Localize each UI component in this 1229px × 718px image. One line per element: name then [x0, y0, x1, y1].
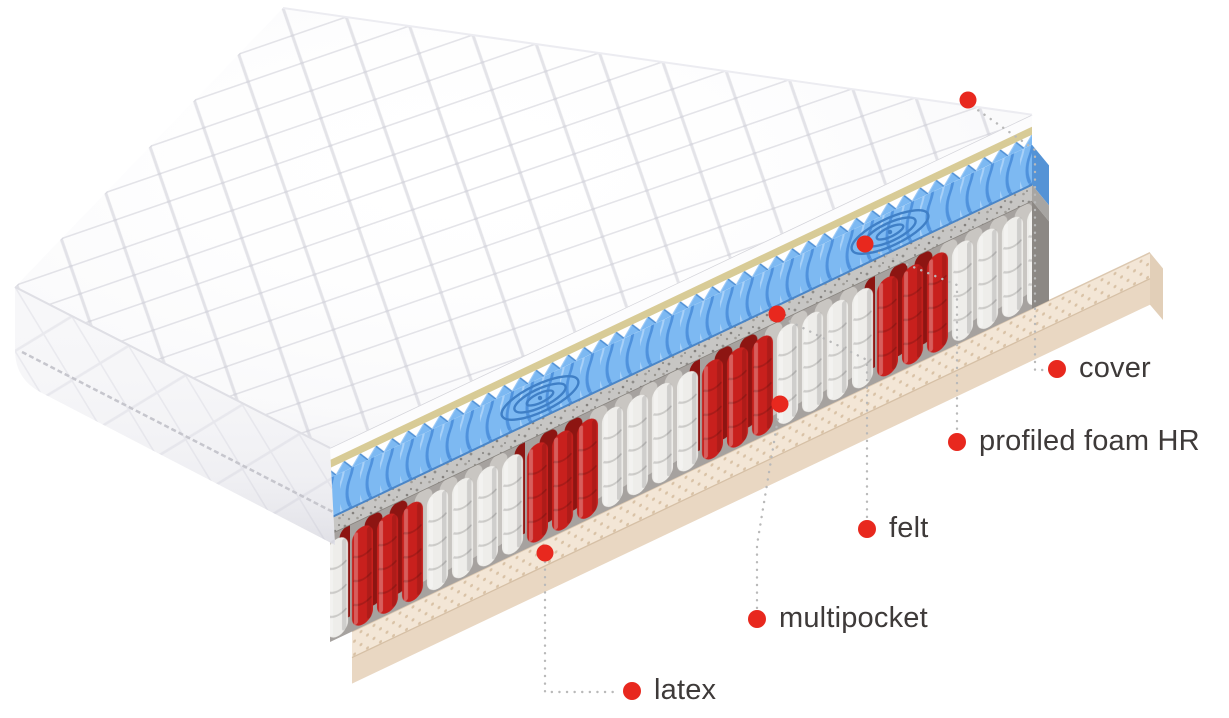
latex-label-dot-icon — [623, 681, 641, 700]
profiled-foam-label-text: profiled foam HR — [979, 425, 1200, 457]
profiled-foam-marker-dot — [856, 235, 874, 253]
cover-leader-line — [970, 104, 1048, 372]
felt-label-text: felt — [889, 512, 929, 544]
latex-label: latex — [623, 674, 716, 707]
profiled-foam-label-dot-icon — [948, 432, 966, 451]
multipocket-label-text: multipocket — [779, 602, 928, 634]
quilted-cover-top — [14, 7, 1033, 449]
layer-marker-dots — [536, 91, 977, 562]
latex-label-text: latex — [654, 674, 717, 706]
felt-label-dot-icon — [858, 519, 876, 538]
felt-label: felt — [858, 512, 929, 545]
multipocket-marker-dot — [771, 395, 789, 413]
leader-lines — [543, 104, 1048, 694]
felt-leader-line — [781, 316, 869, 521]
multipocket-label: multipocket — [748, 602, 928, 635]
multipocket-leader-line — [755, 410, 781, 611]
foam-layer-band — [329, 134, 1033, 519]
multipocket-label-dot-icon — [748, 609, 766, 628]
zipper-line — [21, 350, 334, 514]
latex-marker-dot — [536, 544, 554, 562]
cover-label: cover — [1048, 352, 1151, 385]
mattress-side-panel — [14, 286, 335, 545]
cover-label-text: cover — [1079, 352, 1151, 384]
cover-marker-dot — [959, 91, 977, 109]
profiled-foam-leader-line — [870, 248, 959, 434]
latex-leader-line — [543, 560, 622, 694]
profiled-foam-label: profiled foam HR — [948, 425, 1200, 458]
felt-marker-dot — [768, 305, 786, 323]
foam-massage-swirl-left — [500, 375, 580, 421]
cover-label-dot-icon — [1048, 359, 1066, 378]
right-end-faces — [1032, 144, 1049, 309]
